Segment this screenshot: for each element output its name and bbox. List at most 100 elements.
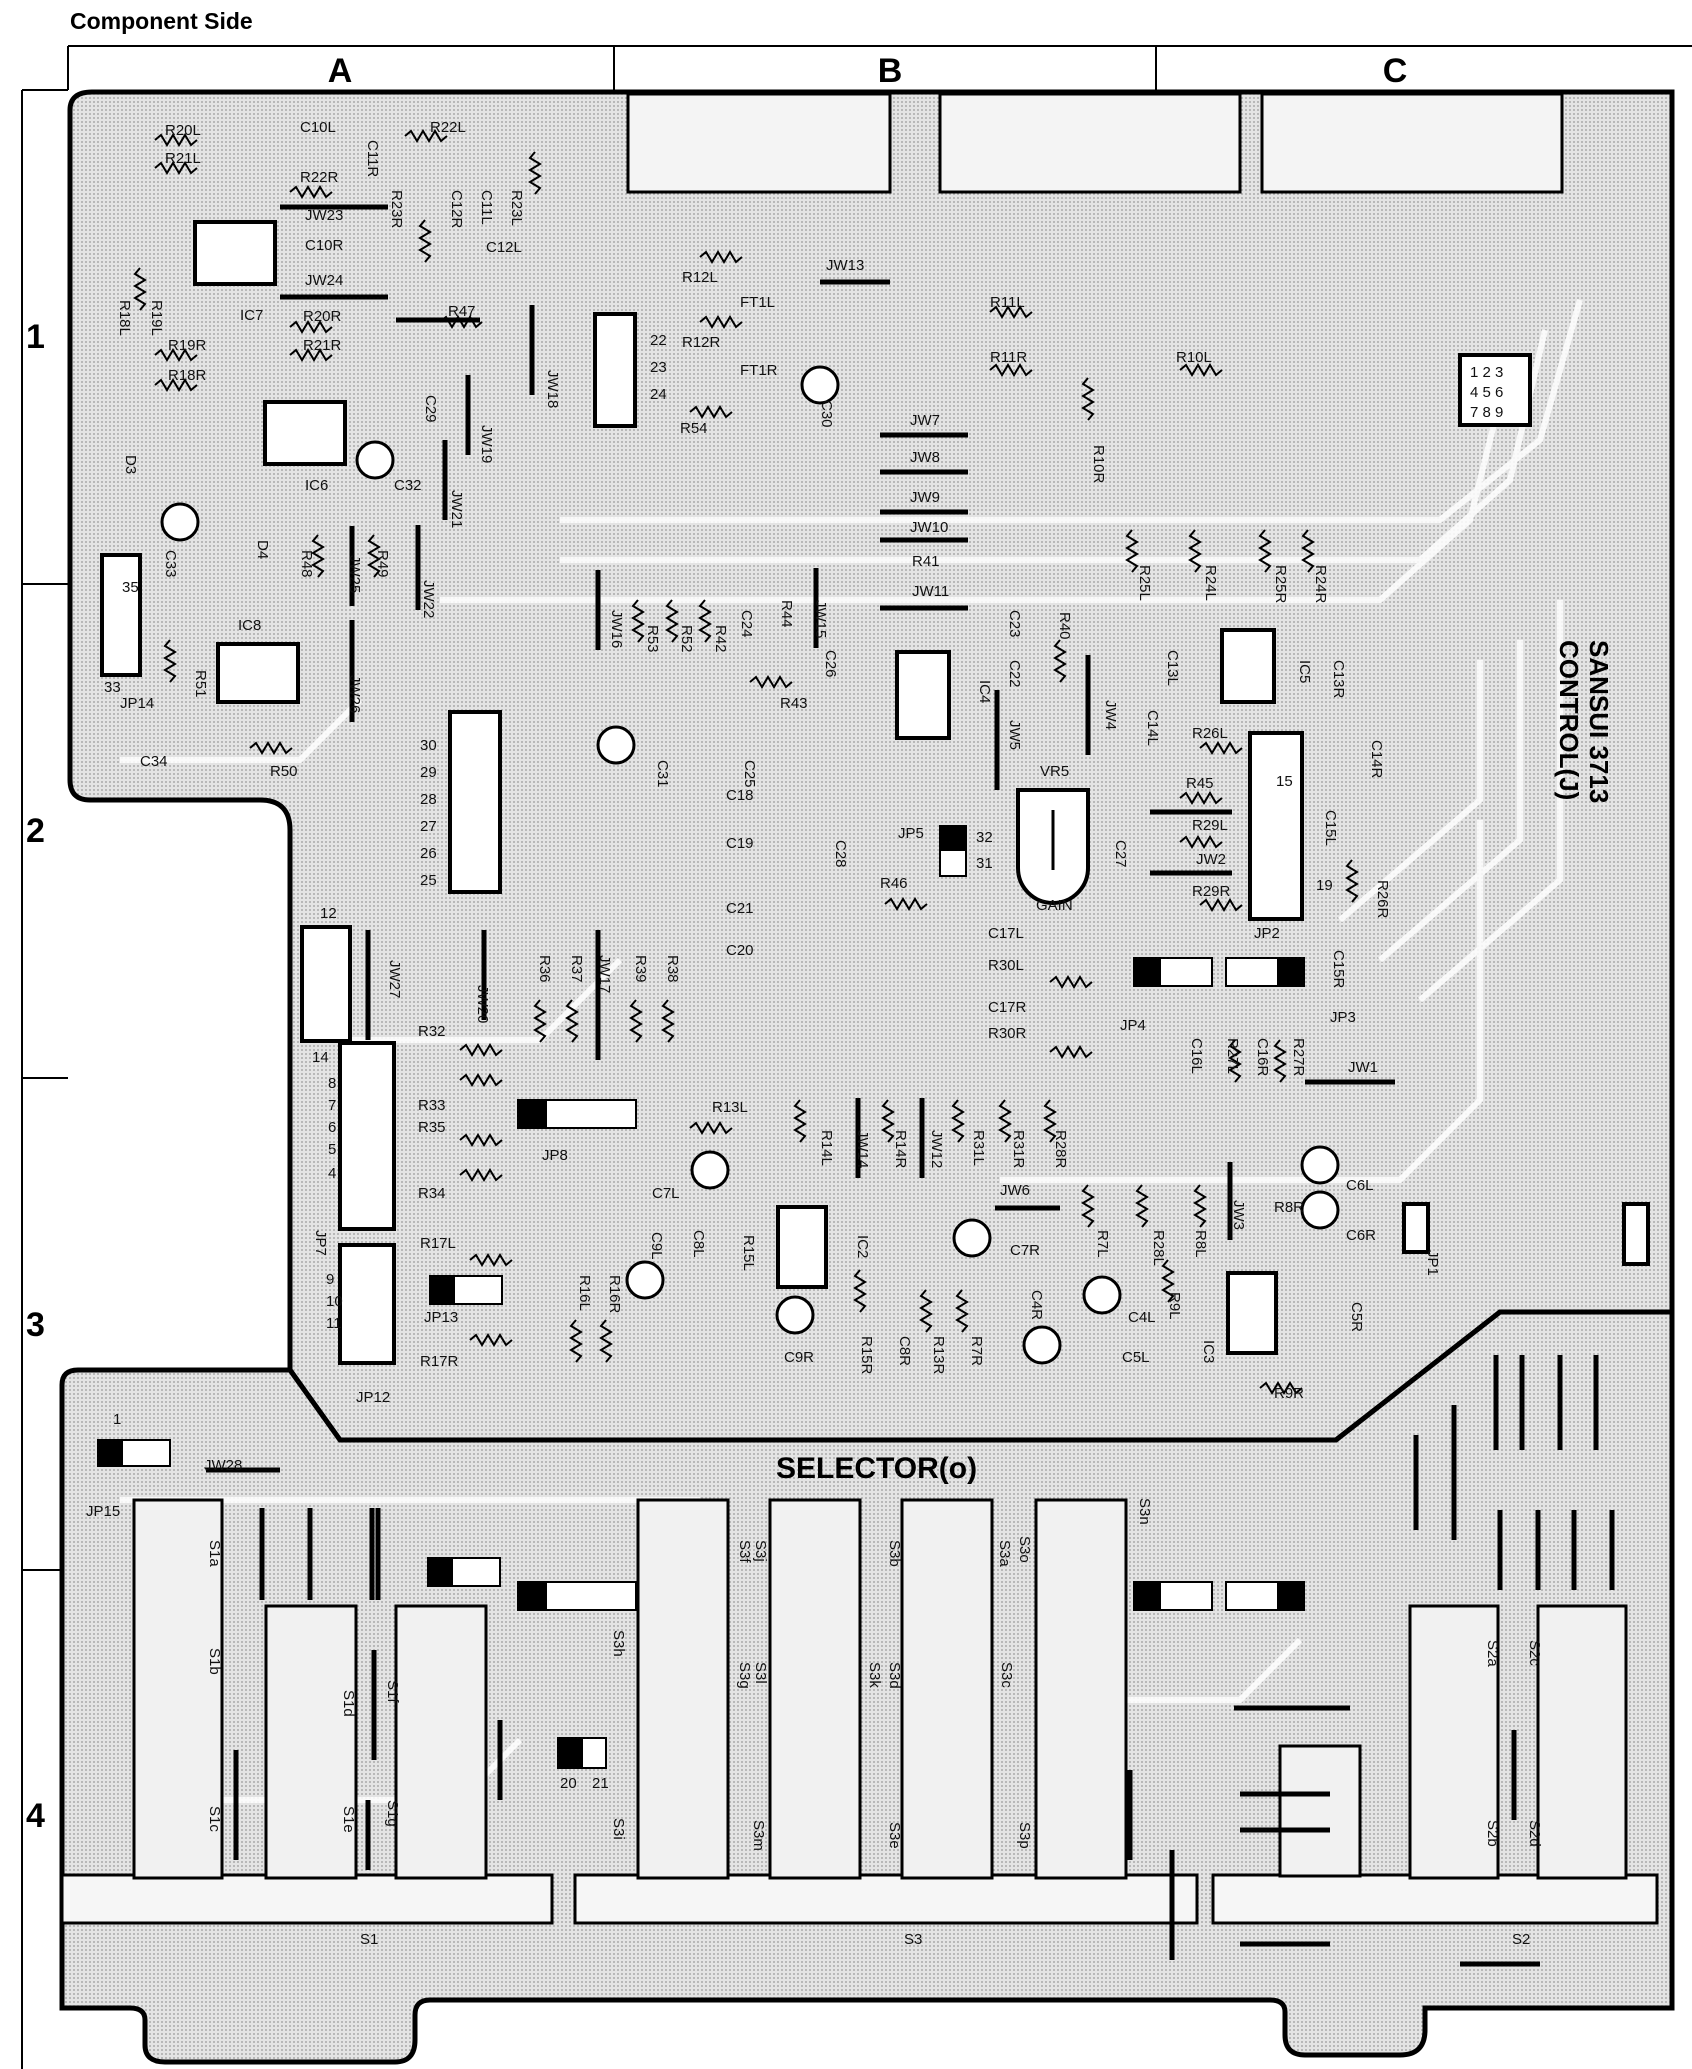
component-label-s1b: S1b bbox=[206, 1648, 223, 1675]
component-label-r18l: R18L bbox=[116, 300, 133, 336]
component-label-s2b: S2b bbox=[1484, 1820, 1501, 1847]
component-label-s1g: S1g bbox=[384, 1800, 401, 1827]
component-label-jw17: JW17 bbox=[596, 955, 613, 993]
selector-title: SELECTOR(o) bbox=[776, 1452, 977, 1485]
row-label-3: 3 bbox=[26, 1306, 45, 1344]
component-label-c17r: C17R bbox=[988, 999, 1027, 1016]
component-label-c9r: C9R bbox=[784, 1349, 814, 1366]
component-label-r54: R54 bbox=[680, 420, 708, 437]
component-label-r21l: R21L bbox=[165, 150, 201, 167]
ic2-package bbox=[776, 1205, 828, 1289]
component-label-c6l: C6L bbox=[1346, 1177, 1374, 1194]
component-label-jp1: JP1 bbox=[1424, 1250, 1441, 1276]
ic5-package bbox=[1220, 628, 1276, 704]
component-label-jw12: JW12 bbox=[928, 1130, 945, 1168]
component-label-s3c: S3c bbox=[998, 1662, 1015, 1688]
jp1-header bbox=[300, 925, 352, 1043]
component-label-s3l: S3l bbox=[752, 1662, 769, 1684]
pin-grid-row2: 4 5 6 bbox=[1470, 384, 1503, 401]
component-label-s1e: S1e bbox=[340, 1806, 357, 1833]
component-label-jw18: JW18 bbox=[544, 370, 561, 408]
component-label-s3e: S3e bbox=[886, 1822, 903, 1849]
pin-header-15-19 bbox=[1248, 731, 1304, 921]
component-label-r23r: R23R bbox=[388, 190, 405, 229]
component-label-r16r: R16R bbox=[606, 1275, 623, 1314]
gain-label: GAIN bbox=[1036, 897, 1073, 914]
component-label-s3o: S3o bbox=[1016, 1536, 1033, 1563]
component-label-s3g: S3g bbox=[736, 1662, 753, 1689]
component-label-r22r: R22R bbox=[300, 169, 339, 186]
component-label-r9l: R9L bbox=[1166, 1292, 1183, 1320]
component-label-c12l: C12L bbox=[486, 239, 522, 256]
component-label-c18: C18 bbox=[726, 787, 754, 804]
component-label-r28r: R28R bbox=[1052, 1130, 1069, 1169]
component-label-jw23: JW23 bbox=[305, 207, 343, 224]
pin-label-4: 4 bbox=[328, 1165, 336, 1182]
component-label-r26r: R26R bbox=[1374, 880, 1391, 919]
component-label-r29l: R29L bbox=[1192, 817, 1228, 834]
component-label-c34: C34 bbox=[140, 753, 168, 770]
component-label-r14r: R14R bbox=[892, 1130, 909, 1169]
pin-label-23: 23 bbox=[650, 359, 667, 376]
component-label-c29: C29 bbox=[422, 395, 439, 423]
component-label-c24: C24 bbox=[738, 610, 755, 638]
component-label-r25r: R25R bbox=[1272, 565, 1289, 604]
component-label-s3m: S3m bbox=[750, 1820, 767, 1851]
column-label-b: B bbox=[877, 52, 903, 90]
component-label-c5r: C5R bbox=[1348, 1302, 1365, 1332]
component-label-s3b: S3b bbox=[886, 1540, 903, 1567]
pin-label-26: 26 bbox=[420, 845, 437, 862]
component-label-jp5: JP5 bbox=[898, 825, 924, 842]
component-label-s3a: S3a bbox=[996, 1540, 1013, 1567]
component-label-jp12: JP12 bbox=[356, 1389, 390, 1406]
component-label-s2d: S2d bbox=[1526, 1820, 1543, 1847]
brand-title: SANSUI 3713 bbox=[1584, 640, 1614, 803]
component-label-d3: D3 bbox=[122, 455, 139, 474]
component-label-jp3: JP3 bbox=[1330, 1009, 1356, 1026]
component-label-r7r: R7R bbox=[968, 1336, 985, 1366]
component-label-r11l: R11L bbox=[990, 294, 1025, 311]
component-label-c8l: C8L bbox=[690, 1230, 707, 1258]
component-label-s1c: S1c bbox=[206, 1806, 223, 1832]
component-label-c14l: C14L bbox=[1144, 710, 1161, 746]
component-label-jw10: JW10 bbox=[910, 519, 948, 536]
component-label-r36: R36 bbox=[536, 955, 553, 983]
pin-label-33: 33 bbox=[104, 679, 121, 696]
pin-grid-row3: 7 8 9 bbox=[1470, 404, 1503, 421]
component-label-c4r: C4R bbox=[1028, 1290, 1045, 1320]
pin-label-5: 5 bbox=[328, 1141, 336, 1158]
component-label-r43: R43 bbox=[780, 695, 808, 712]
component-label-r44: R44 bbox=[778, 600, 795, 628]
component-label-r10l: R10L bbox=[1176, 349, 1212, 366]
component-label-r38: R38 bbox=[664, 955, 681, 983]
component-label-r9r: R9R bbox=[1274, 1385, 1304, 1402]
pin-label-21: 21 bbox=[592, 1775, 609, 1792]
vr5-potentiometer bbox=[1016, 788, 1090, 905]
component-label-r21r: R21R bbox=[303, 337, 342, 354]
component-label-s3i: S3i bbox=[610, 1818, 627, 1840]
component-label-jp13: JP13 bbox=[424, 1309, 458, 1326]
pin-grid-row1: 1 2 3 bbox=[1470, 364, 1503, 381]
component-label-r40: R40 bbox=[1056, 612, 1073, 640]
component-label-r22l: R22L bbox=[430, 119, 466, 136]
pin-label-15: 15 bbox=[1276, 773, 1293, 790]
component-label-jw28: JW28 bbox=[204, 1457, 242, 1474]
component-label-r23l: R23L bbox=[508, 190, 525, 226]
component-label-jw13: JW13 bbox=[826, 257, 864, 274]
component-label-c7l: C7L bbox=[652, 1185, 680, 1202]
ic7-package bbox=[193, 220, 277, 286]
component-label-jw2: JW2 bbox=[1196, 851, 1226, 868]
component-label-jw1: JW1 bbox=[1348, 1059, 1378, 1076]
component-label-c26: C26 bbox=[822, 650, 839, 678]
component-label-jp8: JP8 bbox=[542, 1147, 568, 1164]
component-label-jw22: JW22 bbox=[420, 580, 437, 618]
component-label-jp4: JP4 bbox=[1120, 1017, 1146, 1034]
component-label-r52: R52 bbox=[678, 625, 695, 653]
component-label-s3p: S3p bbox=[1016, 1822, 1033, 1849]
component-label-s3j: S3j bbox=[752, 1540, 769, 1562]
component-label-c13l: C13L bbox=[1164, 650, 1181, 686]
component-label-r41: R41 bbox=[912, 553, 940, 570]
pin-label-28: 28 bbox=[420, 791, 437, 808]
pin-label-1: 1 bbox=[113, 1411, 121, 1428]
